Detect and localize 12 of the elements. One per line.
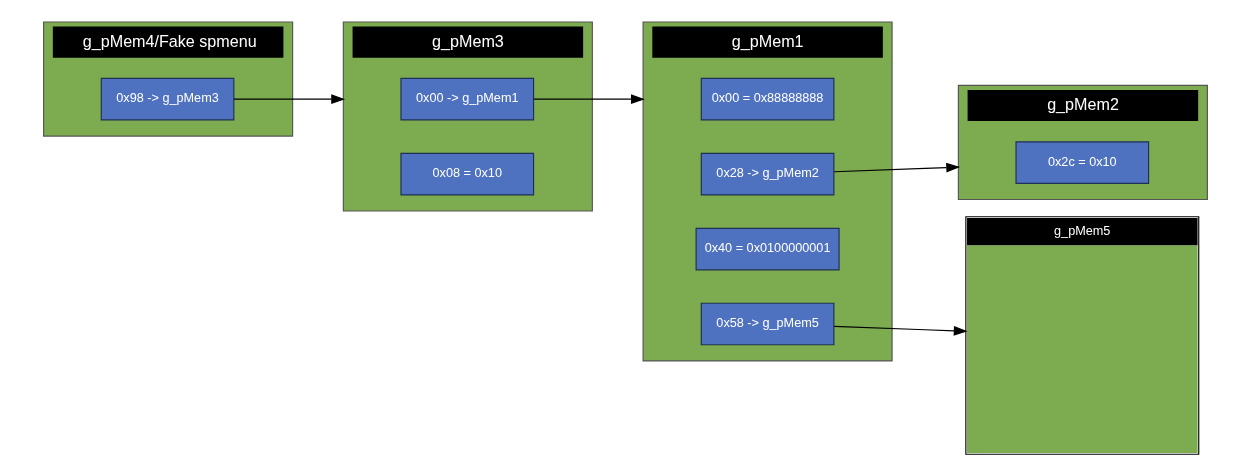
arrow: [532, 94, 645, 105]
node-box: 0x58 -> g_pMem5: [700, 302, 834, 346]
arrow: [232, 94, 345, 105]
node-box: 0x00 -> g_pMem1: [399, 77, 534, 121]
node-box: 0x98 -> g_pMem3: [100, 77, 234, 121]
node-box: 0x08 = 0x10: [399, 152, 534, 196]
node-box: 0x2c = 0x10: [1014, 141, 1149, 184]
node-box: 0x28 -> g_pMem2: [700, 152, 834, 196]
node-box: 0x40 = 0x0100000001: [695, 227, 840, 271]
node-box: 0x00 = 0x88888888: [700, 77, 834, 121]
arrow: [833, 325, 968, 336]
arrow: [833, 162, 960, 173]
